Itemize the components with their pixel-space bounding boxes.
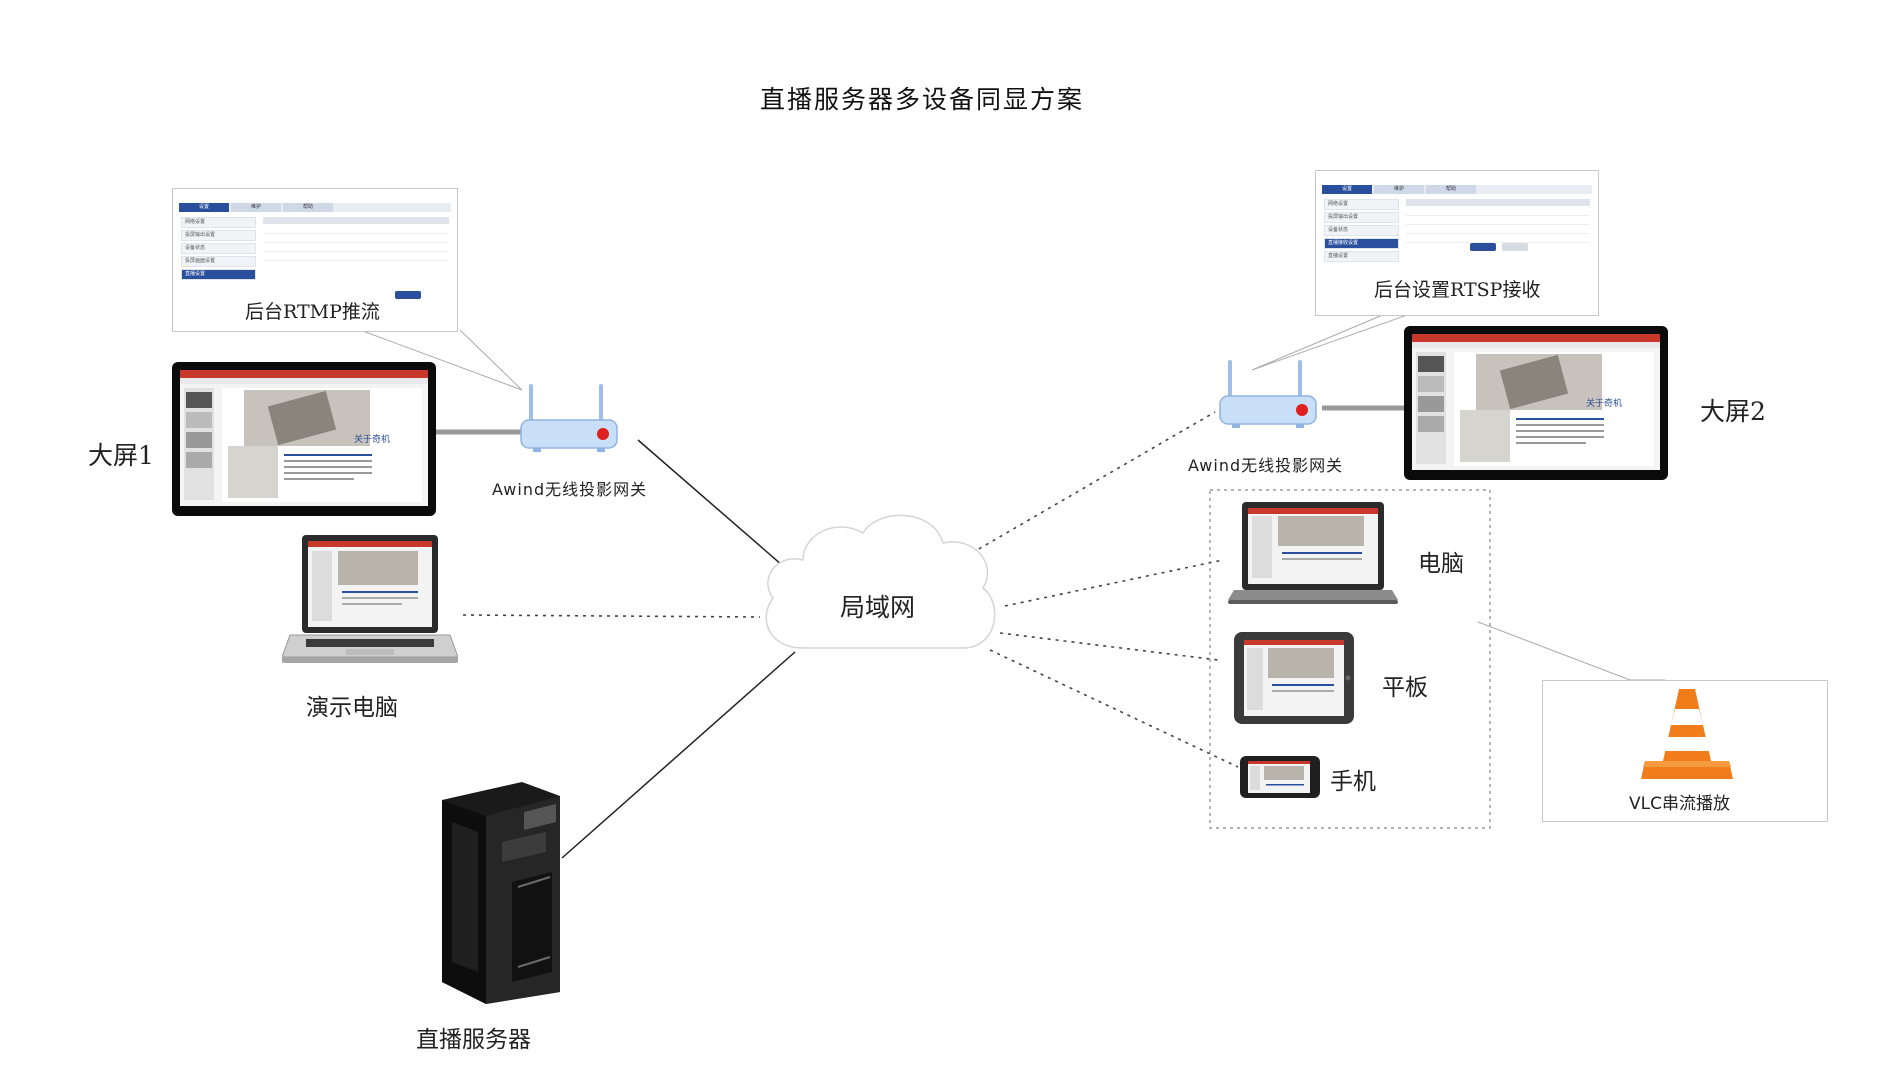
mini-menu-item: 投屏画面设置: [181, 256, 256, 267]
link-lan-pc: [1004, 559, 1224, 607]
admin-ui-thumbnail: 设置 维护 帮助 网络设置 投屏输出设置 设备状态 直播接收设置 直播设置: [1322, 185, 1592, 265]
mini-tab-settings: 设置: [179, 203, 229, 212]
callout1-pointer: [359, 329, 523, 391]
link-server-lan: [561, 651, 796, 859]
callout-rtmp-caption: 后台RTMP推流: [245, 301, 380, 323]
mini-menu-item: 直播接收设置: [1324, 238, 1399, 249]
big-screen-2-label: 大屏2: [1700, 397, 1766, 426]
mini-menu-item: 设备状态: [1324, 225, 1399, 236]
mini-tab-help: 帮助: [283, 203, 333, 212]
device-phone-label: 手机: [1330, 769, 1376, 795]
big-screen-1: 关于奇机: [172, 362, 436, 516]
link-laptop-lan: [462, 614, 761, 618]
link-lan-tablet: [999, 632, 1219, 661]
router-icon: [520, 384, 618, 452]
admin-ui-thumbnail: 设置 维护 帮助 网络设置 投屏输出设置 设备状态 投屏画面设置 直播设置: [179, 203, 451, 299]
mini-tab-maintain: 维护: [1374, 185, 1424, 194]
laptop-label: 演示电脑: [306, 695, 398, 721]
link-gateway1-lan: [637, 439, 791, 573]
laptop-icon: [1228, 502, 1398, 604]
device-pc-label: 电脑: [1418, 551, 1464, 577]
mini-menu-item: 直播设置: [1324, 251, 1399, 262]
tablet-icon: [1234, 632, 1354, 724]
vlc-cone-icon: [1641, 689, 1733, 779]
callout-vlc: VLC串流播放: [1542, 680, 1828, 822]
mini-tab-help: 帮助: [1426, 185, 1476, 194]
slide-caption: 关于奇机: [354, 435, 391, 445]
mini-tab-maintain: 维护: [231, 203, 281, 212]
vlc-label: VLC串流播放: [1629, 794, 1730, 814]
link-lan-phone: [989, 649, 1239, 768]
monitor-icon: [1404, 326, 1668, 480]
server-label: 直播服务器: [416, 1027, 531, 1053]
link-lan-gateway2: [964, 411, 1216, 558]
mini-menu-item: 投屏输出设置: [1324, 212, 1399, 223]
mini-tab-settings: 设置: [1322, 185, 1372, 194]
phone-icon: [1240, 756, 1320, 798]
lan-label: 局域网: [840, 593, 916, 622]
router-icon: [1219, 360, 1317, 428]
big-screen-1-label: 大屏1: [88, 441, 154, 470]
callout-rtsp: 设置 维护 帮助 网络设置 投屏输出设置 设备状态 直播接收设置 直播设置 后台…: [1315, 170, 1599, 316]
mini-menu-item: 网络设置: [181, 217, 256, 228]
callout-rtmp: 设置 维护 帮助 网络设置 投屏输出设置 设备状态 投屏画面设置 直播设置 后台…: [172, 188, 458, 332]
callout2-pointer: [1251, 313, 1411, 371]
laptop-icon: [282, 535, 458, 663]
diagram-title: 直播服务器多设备同显方案: [760, 85, 1085, 114]
callout-rtsp-caption: 后台设置RTSP接收: [1374, 279, 1541, 301]
vlc-callout-pointer: [1477, 621, 1665, 681]
gateway-2-label: Awind无线投影网关: [1188, 456, 1344, 475]
server-tower-icon: [442, 782, 560, 1004]
gateway-1-label: Awind无线投影网关: [492, 480, 648, 499]
mini-menu-item: 直播设置: [181, 269, 256, 280]
big-screen-2: 关于奇机: [1404, 326, 1668, 480]
lan-cloud-icon: [765, 514, 996, 649]
device-tablet-label: 平板: [1382, 675, 1428, 701]
mini-menu-item: 网络设置: [1324, 199, 1399, 210]
mini-menu-item: 投屏输出设置: [181, 230, 256, 241]
monitor-icon: [172, 362, 436, 516]
slide-caption: 关于奇机: [1586, 399, 1623, 409]
device-group-box: [1209, 489, 1491, 829]
mini-menu-item: 设备状态: [181, 243, 256, 254]
